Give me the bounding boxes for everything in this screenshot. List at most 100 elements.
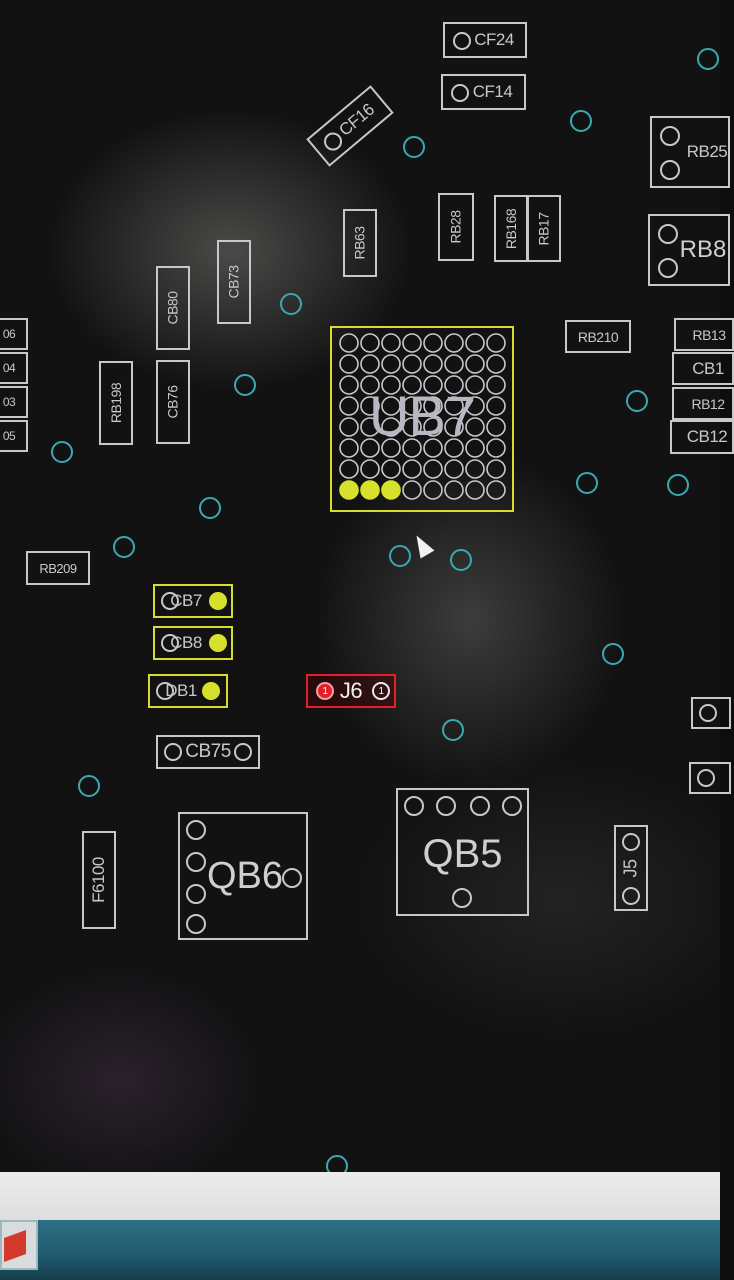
pad	[186, 852, 206, 872]
component-label: RB63	[352, 226, 368, 260]
component-ub7[interactable]: UB7	[330, 326, 514, 512]
via[interactable]	[389, 545, 411, 567]
component-label: CB75	[185, 741, 231, 762]
pad	[699, 704, 717, 722]
via[interactable]	[667, 474, 689, 496]
component-left-03[interactable]: 03	[0, 386, 28, 418]
component-label: RB25	[686, 142, 728, 161]
via[interactable]	[199, 497, 221, 519]
via[interactable]	[602, 643, 624, 665]
bga-ball	[339, 354, 359, 374]
component-j5[interactable]: J5	[614, 825, 648, 911]
component-cf24[interactable]: CF24	[443, 22, 527, 58]
bga-ball	[444, 438, 464, 458]
component-right-partial-2[interactable]	[689, 762, 731, 794]
component-db1[interactable]: DB1	[148, 674, 228, 708]
component-rb8[interactable]: RB8	[648, 214, 730, 286]
component-rb63[interactable]: RB63	[343, 209, 377, 277]
component-cb75[interactable]: CB75	[156, 735, 260, 769]
component-label: CB7	[170, 591, 202, 610]
pad	[660, 126, 680, 146]
component-cb76[interactable]: CB76	[156, 360, 190, 444]
bga-ball	[360, 480, 380, 500]
via[interactable]	[51, 441, 73, 463]
component-cf14[interactable]: CF14	[441, 74, 526, 110]
bga-ball	[465, 375, 485, 395]
component-rb198[interactable]: RB198	[99, 361, 133, 445]
component-rb210[interactable]: RB210	[565, 320, 631, 353]
bga-ball	[423, 480, 443, 500]
via[interactable]	[403, 136, 425, 158]
component-right-rb13[interactable]: RB13	[674, 318, 734, 351]
horizontal-scrollbar[interactable]	[0, 1172, 720, 1220]
bga-ball	[381, 480, 401, 500]
component-rb28[interactable]: RB28	[438, 193, 474, 261]
bga-ball	[402, 480, 422, 500]
bga-ball	[402, 396, 422, 416]
pad	[622, 887, 640, 905]
via[interactable]	[626, 390, 648, 412]
bga-ball	[423, 459, 443, 479]
pad	[234, 743, 252, 761]
component-qb5[interactable]: QB5	[396, 788, 529, 916]
component-label: CB8	[170, 633, 202, 652]
component-rb25[interactable]: RB25	[650, 116, 730, 188]
pad: 1	[372, 682, 390, 700]
component-f6100[interactable]: F6100	[82, 831, 116, 929]
component-rb209[interactable]: RB209	[26, 551, 90, 585]
bga-ball	[486, 354, 506, 374]
component-right-cb1[interactable]: CB1	[672, 352, 734, 385]
via[interactable]	[570, 110, 592, 132]
component-right-rb12[interactable]: RB12	[672, 387, 734, 420]
via[interactable]	[280, 293, 302, 315]
pcb-board-view[interactable]: CF24 CF14 CF16 RB25 RB8 RB63 RB28 RB168 …	[0, 0, 734, 1180]
bga-ball	[486, 438, 506, 458]
taskbar-app-button[interactable]	[0, 1220, 38, 1270]
component-cf16[interactable]: CF16	[306, 85, 394, 167]
pad	[161, 592, 179, 610]
component-left-05[interactable]: 05	[0, 420, 28, 452]
bga-ball	[360, 459, 380, 479]
component-cb7[interactable]: CB7	[153, 584, 233, 618]
via[interactable]	[576, 472, 598, 494]
bga-ball	[444, 333, 464, 353]
bga-ball	[465, 354, 485, 374]
via[interactable]	[442, 719, 464, 741]
via[interactable]	[697, 48, 719, 70]
bga-ball	[339, 459, 359, 479]
component-right-partial-1[interactable]	[691, 697, 731, 729]
component-right-cb12[interactable]: CB12	[670, 420, 734, 454]
bga-ball	[360, 417, 380, 437]
via[interactable]	[78, 775, 100, 797]
via[interactable]	[113, 536, 135, 558]
bga-ball	[465, 480, 485, 500]
component-left-04[interactable]: 04	[0, 352, 28, 384]
via[interactable]	[450, 549, 472, 571]
pad	[452, 888, 472, 908]
component-cb73[interactable]: CB73	[217, 240, 251, 324]
bga-ball	[465, 333, 485, 353]
bga-ball	[486, 375, 506, 395]
component-label: RB12	[691, 395, 725, 412]
component-rb168[interactable]: RB168	[494, 195, 528, 262]
pad	[202, 682, 220, 700]
component-qb6[interactable]: QB6	[178, 812, 308, 940]
bga-ball	[360, 375, 380, 395]
bga-ball	[423, 417, 443, 437]
bga-ball	[423, 375, 443, 395]
component-label: RB28	[448, 210, 464, 244]
component-cb80[interactable]: CB80	[156, 266, 190, 350]
bga-ball	[444, 354, 464, 374]
component-cb8[interactable]: CB8	[153, 626, 233, 660]
bga-ball	[486, 480, 506, 500]
component-left-06[interactable]: 06	[0, 318, 28, 350]
component-label: CB12	[686, 427, 728, 446]
component-rb17[interactable]: RB17	[527, 195, 561, 262]
component-label: RB13	[692, 326, 726, 343]
component-label: 03	[2, 395, 16, 409]
via[interactable]	[234, 374, 256, 396]
bga-ball	[402, 333, 422, 353]
bga-ball	[381, 333, 401, 353]
bga-ball	[381, 417, 401, 437]
component-j6[interactable]: 1 J6 1	[306, 674, 396, 708]
